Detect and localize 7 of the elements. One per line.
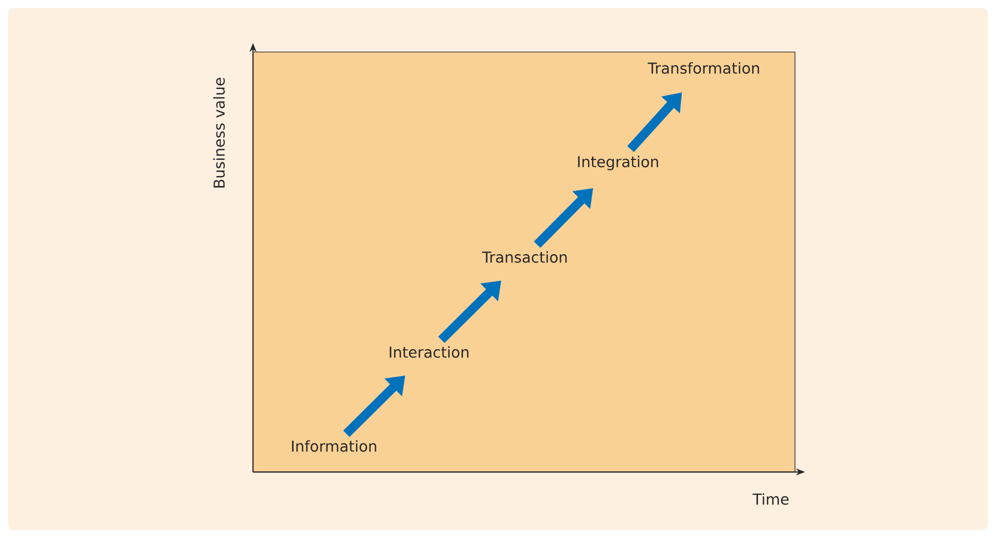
axis-label: Time [752,493,789,505]
stage-label: Interaction [390,346,468,358]
stage-label: Information [292,440,376,452]
stage-label: Transaction [482,251,567,263]
axis-label: Business value [213,78,225,188]
stage-label: Transformation [648,62,760,74]
stage-label: Integration [578,156,658,170]
